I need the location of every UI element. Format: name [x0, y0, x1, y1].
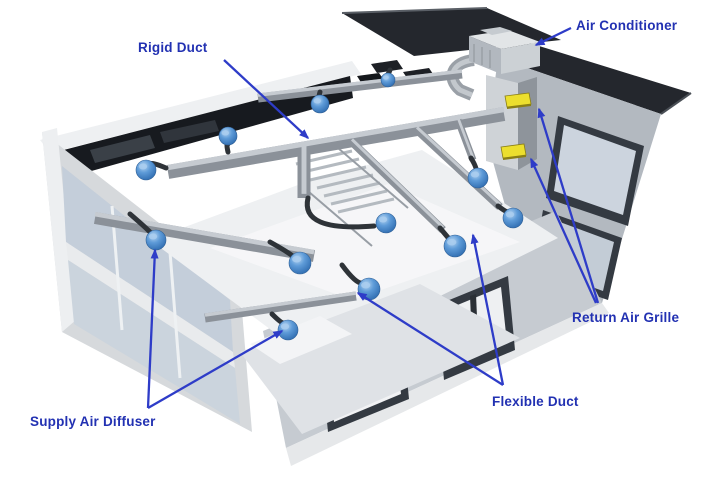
diffuser-highlight	[505, 211, 515, 218]
back-wall-rim	[40, 61, 361, 153]
diffuser-highlight	[148, 233, 158, 240]
plenum-duct-silhouette	[90, 135, 155, 163]
rigid-duct	[204, 291, 357, 323]
diffuser-highlight	[447, 238, 457, 246]
stair-railing	[301, 185, 373, 247]
supply-air-diffuser	[380, 72, 396, 88]
rigid-duct-top	[456, 117, 475, 159]
window-mullion	[168, 251, 182, 379]
grille-shadow	[507, 104, 531, 109]
diffuser-highlight	[138, 163, 148, 170]
left-corner-pillar	[42, 128, 76, 332]
diffuser-highlight	[292, 255, 302, 263]
supply-air-diffuser	[288, 251, 312, 275]
first-floor-interior	[240, 284, 520, 434]
roof-panel-right	[497, 33, 691, 114]
roof-eave-edge	[660, 92, 692, 115]
supply-air-diffuser	[135, 159, 157, 181]
label-air-conditioner: Air Conditioner	[576, 18, 678, 33]
left-wall-glass-lower	[68, 260, 240, 424]
rigid-duct-top	[167, 106, 505, 171]
supply-air-diffuser-arrow	[147, 330, 284, 409]
stair-railing	[337, 147, 409, 209]
right-wall-window-glass	[554, 125, 636, 215]
rigid-duct-top	[204, 291, 357, 317]
return-air-grille-arrow	[529, 157, 598, 304]
rigid-duct	[414, 127, 503, 210]
supply-air-diffuser	[502, 207, 524, 229]
rigid-duct-top	[415, 126, 502, 206]
rooftop-equipment	[371, 60, 403, 73]
supply-air-diffuser	[375, 212, 397, 234]
ac-unit-front	[469, 36, 501, 74]
ac-unit-side	[501, 42, 540, 74]
staircase	[295, 149, 395, 214]
rigid-duct-top	[257, 69, 463, 97]
flexible-duct	[127, 211, 153, 235]
diffuser-highlight	[221, 130, 230, 136]
diffuser-highlight	[361, 281, 371, 289]
diffuser-highlight	[470, 171, 480, 178]
grille-shadow	[503, 155, 526, 160]
return-air-grille-arrow	[537, 107, 600, 304]
ac-unit-top	[469, 30, 540, 49]
plenum-duct-silhouette	[160, 120, 219, 143]
diffuser-highlight	[382, 75, 389, 80]
supply-air-diffuser	[467, 167, 489, 189]
supply-air-diffuser-arrow	[146, 248, 159, 409]
flexible-duct-arrow	[470, 233, 505, 386]
label-return-air-grille: Return Air Grille	[572, 310, 679, 325]
return-air-grilles	[500, 92, 532, 160]
supply-air-diffuser	[277, 319, 299, 341]
supply-air-diffuser	[443, 234, 467, 258]
building-base	[286, 303, 609, 466]
slab-highlight	[210, 184, 520, 300]
supply-air-diffusers	[135, 72, 524, 341]
rigid-duct	[257, 69, 463, 103]
flexible-duct	[304, 195, 377, 230]
rigid-duct	[166, 107, 506, 179]
rigid-duct-top	[350, 138, 445, 229]
interior-builtin	[250, 316, 352, 364]
diffuser-highlight	[313, 98, 322, 104]
label-supply-air-diffuser: Supply Air Diffuser	[30, 414, 156, 429]
rigid-duct	[349, 139, 446, 233]
left-wall-slab-band	[66, 242, 235, 368]
diffuser-highlight	[280, 323, 290, 330]
label-rigid-duct: Rigid Duct	[138, 40, 208, 55]
supply-air-diffuser	[357, 277, 381, 301]
roof-edge-highlight	[341, 7, 488, 14]
supply-air-diffuser	[218, 126, 238, 146]
rigid-duct	[93, 212, 316, 262]
ac-unit-cap	[480, 27, 512, 35]
building-shell	[40, 7, 692, 466]
diffuser-highlight	[378, 216, 388, 223]
flexible-duct-arrow	[356, 292, 504, 386]
supply-air-diffuser	[310, 94, 330, 114]
left-wall-glass-upper	[62, 166, 233, 352]
supply-air-diffuser	[145, 229, 167, 251]
label-flexible-duct: Flexible Duct	[492, 394, 579, 409]
air-conditioner-arrow	[534, 26, 572, 47]
rigid-duct-arrow	[223, 59, 310, 140]
